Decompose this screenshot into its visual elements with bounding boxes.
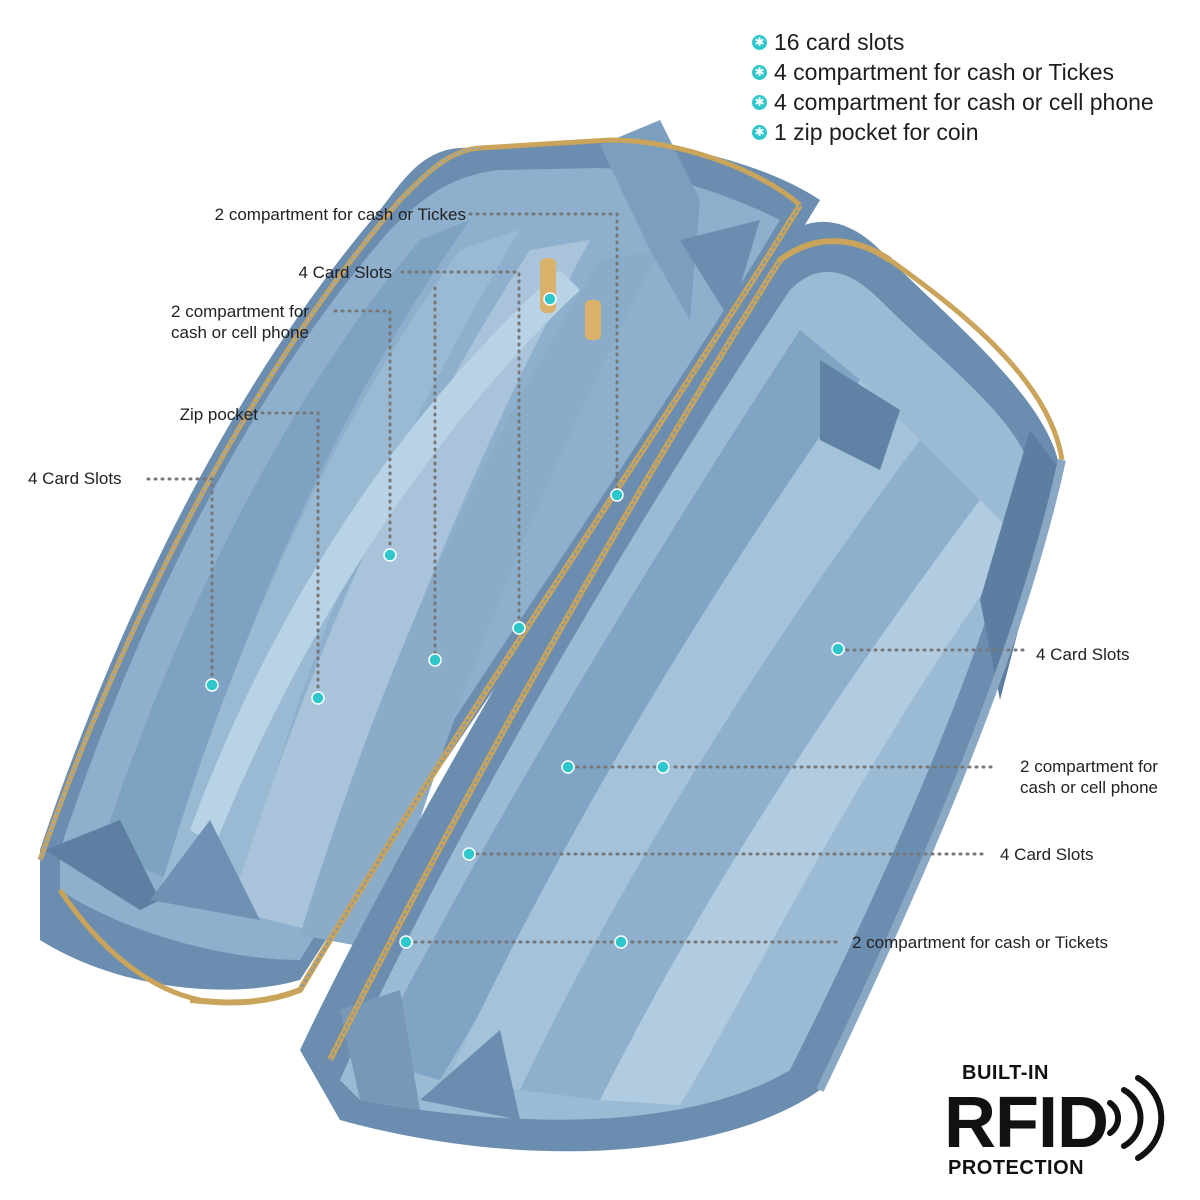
callout-right-phone: 2 compartment for cash or cell phone [1000, 756, 1178, 798]
callout-right-card-slots-bottom: 4 Card Slots [1000, 845, 1094, 864]
feature-text: 16 card slots [774, 28, 905, 55]
feature-item: ✱ 4 compartment for cash or Tickes [752, 57, 1154, 87]
marker-dot [610, 488, 624, 502]
marker-dot [512, 621, 526, 635]
callout-left-card-slots-bottom: 4 Card Slots [28, 469, 122, 488]
feature-text: 4 compartment for cash or cell phone [774, 88, 1154, 115]
signal-waves-icon [1107, 1075, 1165, 1161]
callout-right-tickets: 2 compartment for cash or Tickets [852, 933, 1109, 952]
callout-line: 2 compartment for [171, 302, 309, 321]
marker-dot [462, 847, 476, 861]
rfid-bottom-text: PROTECTION [948, 1157, 1085, 1179]
marker-dot [428, 653, 442, 667]
feature-text: 1 zip pocket for coin [774, 118, 979, 145]
callout-left-phone: 2 compartment for cash or cell phone [150, 301, 330, 343]
marker-dot [656, 760, 670, 774]
rfid-badge: BUILT-IN RFID PROTECTION [940, 1060, 1170, 1185]
wallet-right-half [300, 221, 1060, 1152]
zippers [37, 137, 1066, 1092]
marker-dot [831, 642, 845, 656]
callout-left-zip: Zip pocket [179, 405, 258, 424]
callout-line: cash or cell phone [171, 323, 309, 342]
markers [205, 292, 845, 949]
marker-dot [311, 691, 325, 705]
wallet-left-half [40, 120, 820, 990]
callout-left-tickets: 2 compartment for cash or Tickes [214, 205, 466, 224]
marker-dot [399, 935, 413, 949]
asterisk-bullet-icon: ✱ [752, 94, 767, 110]
asterisk-bullet-icon: ✱ [752, 124, 767, 140]
callout-line: cash or cell phone [1020, 778, 1158, 797]
feature-text: 4 compartment for cash or Tickes [774, 58, 1115, 85]
feature-item: ✱ 16 card slots [752, 27, 1154, 57]
feature-item: ✱ 4 compartment for cash or cell phone [752, 87, 1154, 117]
callout-line: 2 compartment for [1020, 757, 1158, 776]
callout-left-card-slots-top: 4 Card Slots [298, 263, 392, 282]
rfid-top-text: BUILT-IN [962, 1062, 1049, 1084]
feature-list: ✱ 16 card slots ✱ 4 compartment for cash… [752, 27, 1154, 147]
asterisk-bullet-icon: ✱ [752, 34, 767, 50]
feature-item: ✱ 1 zip pocket for coin [752, 117, 1154, 147]
marker-dot [383, 548, 397, 562]
callout-right-card-slots-top: 4 Card Slots [1036, 645, 1130, 664]
asterisk-bullet-icon: ✱ [752, 64, 767, 80]
rfid-main-text: RFID [944, 1083, 1109, 1163]
marker-dot [205, 678, 219, 692]
marker-dot [543, 292, 557, 306]
marker-dot [614, 935, 628, 949]
marker-dot [561, 760, 575, 774]
